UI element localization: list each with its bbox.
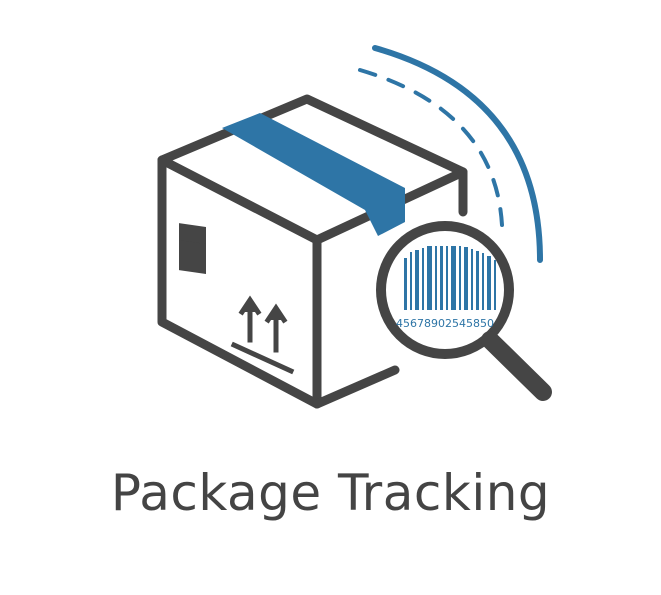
magnifying-glass-icon: 45678902545850 xyxy=(376,221,552,401)
tape-stripe xyxy=(222,113,405,236)
page-title: Package Tracking xyxy=(110,464,551,522)
box-right-face xyxy=(312,167,468,409)
magnifier-handle xyxy=(481,331,552,401)
barcode-icon: 45678902545850 xyxy=(396,246,496,330)
motion-arc-inner xyxy=(358,68,504,227)
this-way-up-arrows-icon xyxy=(230,295,295,375)
box-labels xyxy=(179,223,206,274)
box-left-face xyxy=(157,155,322,409)
motion-arc-outer xyxy=(372,45,543,263)
motion-arcs xyxy=(358,45,543,263)
label-block-bottom xyxy=(179,240,206,274)
package-tracking-icon: 45678902545850 xyxy=(157,45,552,409)
barcode-number: 45678902545850 xyxy=(396,317,494,330)
